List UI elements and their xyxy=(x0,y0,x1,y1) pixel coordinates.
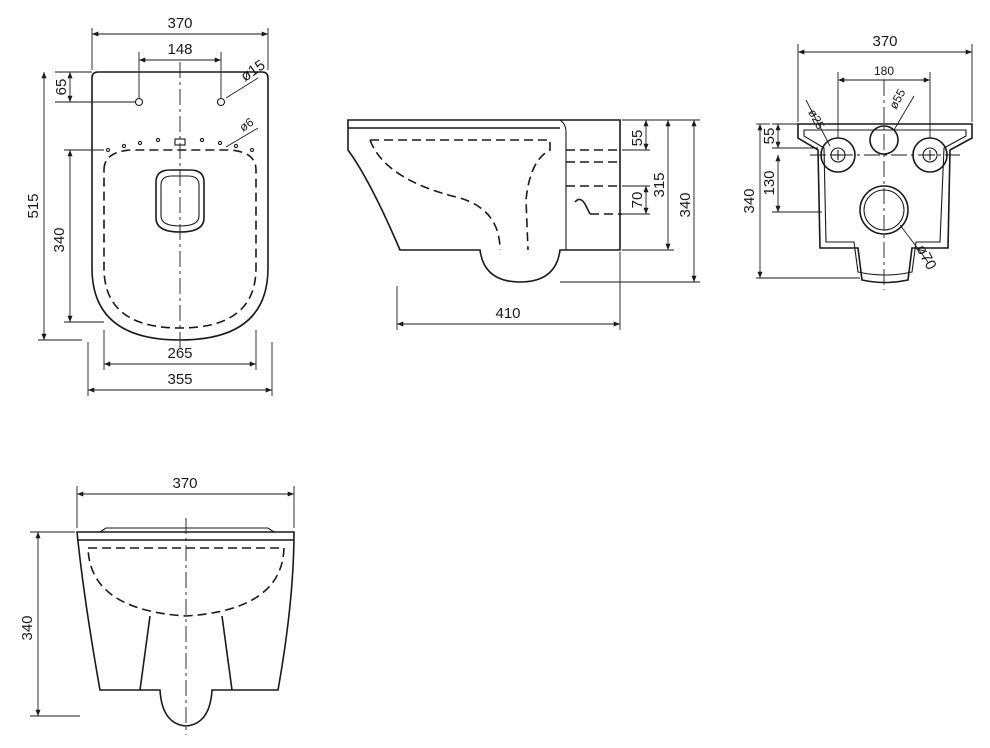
dim-rear-top-offset: 55 xyxy=(761,128,778,145)
rear-view: 370 180 ø25 ø55 55 130 340 ø70 xyxy=(741,33,973,290)
top-view: 370 148 ø15 ø6 65 515 340 265 355 xyxy=(25,15,273,396)
flush-holes xyxy=(105,137,255,153)
front-view: 370 340 xyxy=(19,475,295,735)
dim-height-overall: 340 xyxy=(677,192,694,217)
top-view-rim xyxy=(103,149,257,329)
top-view-outlet xyxy=(155,169,205,233)
dim-projection: 410 xyxy=(495,305,520,322)
dim-inlet-diameter: ø55 xyxy=(886,86,908,111)
front-view-bowl xyxy=(87,547,285,617)
dim-bolt-spacing: 148 xyxy=(167,41,192,58)
dim-inlet-spacing: 180 xyxy=(874,64,894,78)
dim-offset-top: 65 xyxy=(53,79,70,96)
dim-rear-offset: 55 xyxy=(629,130,646,147)
dim-fixing-height: 130 xyxy=(761,170,778,195)
dim-width-overall: 370 xyxy=(167,15,192,32)
dim-fixing-diameter: ø25 xyxy=(805,107,827,132)
side-view-bowl xyxy=(369,139,551,251)
side-view-body xyxy=(347,119,621,283)
bolt-hole-left xyxy=(134,97,144,107)
outlet xyxy=(859,185,909,235)
dim-outlet-height: 70 xyxy=(629,192,646,209)
dim-bolt-diameter: ø15 xyxy=(238,57,269,86)
dim-hole-diameter: ø6 xyxy=(237,115,257,135)
dim-rear-width-overall: 370 xyxy=(872,33,897,50)
front-view-outline xyxy=(76,531,295,727)
bolt-hole-right xyxy=(216,97,226,107)
dim-outlet-level: 315 xyxy=(651,172,668,197)
dim-depth-overall: 515 xyxy=(25,193,42,218)
dim-front-height-overall: 340 xyxy=(19,615,36,640)
dim-rear-height-overall: 340 xyxy=(741,188,758,213)
dim-front-width-overall: 370 xyxy=(172,475,197,492)
rear-view-outline xyxy=(797,123,973,284)
dim-seat-depth: 340 xyxy=(51,227,68,252)
dim-seat-width: 265 xyxy=(167,345,192,362)
side-view: 55 70 315 340 410 xyxy=(347,119,700,330)
dim-base-width: 355 xyxy=(167,371,192,388)
